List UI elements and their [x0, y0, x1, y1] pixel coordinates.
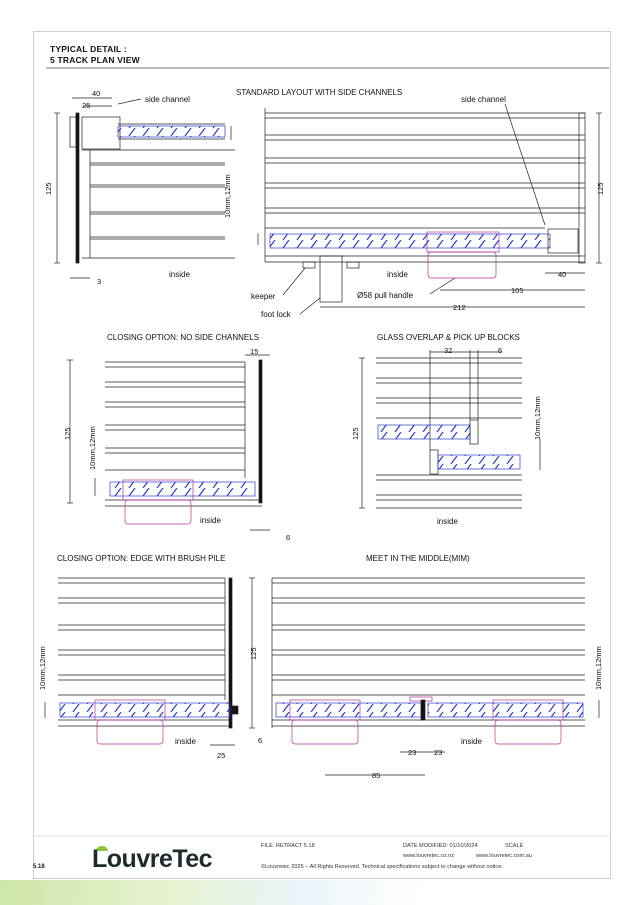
mim-panel — [271, 577, 600, 776]
std-layout-left-panel — [54, 97, 235, 279]
label-foot-lock: foot lock — [261, 310, 292, 319]
std-layout-right-panel — [230, 103, 602, 315]
label-inside-mim: inside — [461, 737, 482, 746]
dim-40-left: 40 — [92, 89, 100, 98]
label-glass-brush: 10mm,12mm — [38, 646, 47, 690]
detail-subtitle: 5 TRACK PLAN VIEW — [50, 55, 140, 65]
footer-scale: SCALE — [505, 843, 524, 849]
no-side-channels-panel — [67, 354, 270, 531]
dim-125-std-left: 125 — [44, 182, 53, 195]
dim-212: 212 — [453, 303, 466, 312]
dim-25-left: 25 — [82, 101, 90, 110]
label-no-side-channels: CLOSING OPTION: NO SIDE CHANNELS — [107, 333, 259, 342]
label-std-layout: STANDARD LAYOUT WITH SIDE CHANNELS — [236, 88, 402, 97]
brand-stripe — [0, 880, 420, 905]
dim-23-left: 23 — [408, 748, 416, 757]
label-glass-std: 10mm,12mm — [223, 174, 232, 218]
label-glass-overlap: GLASS OVERLAP & PICK UP BLOCKS — [377, 333, 520, 342]
footer-copyright: ©Louvretec 2025 – All Rights Reserved. T… — [261, 864, 503, 870]
dim-23-right: 23 — [434, 748, 442, 757]
label-inside-std-right: inside — [387, 270, 408, 279]
label-glass-overlap-dim: 10mm,12mm — [533, 396, 542, 440]
label-keeper: keeper — [251, 292, 276, 301]
title-rule — [46, 67, 609, 69]
footer-web-au[interactable]: www.louvretec.com.au — [476, 853, 532, 859]
dim-6-nsc: 6 — [286, 533, 290, 542]
brush-pile-panel — [44, 577, 255, 746]
dim-85: 85 — [372, 771, 380, 780]
dim-15: 15 — [250, 347, 258, 356]
dim-40-right: 40 — [558, 270, 566, 279]
dim-25-brush: 25 — [217, 751, 225, 760]
dim-3: 3 — [97, 277, 101, 286]
dim-32: 32 — [444, 346, 452, 355]
footer-web-nz[interactable]: www.louvretec.co.nz — [403, 853, 454, 859]
dim-125-overlap: 125 — [351, 427, 360, 440]
label-inside-overlap: inside — [437, 517, 458, 526]
footer-date: DATE MODIFIED: 01/10/2024 — [403, 843, 478, 849]
dim-105: 105 — [511, 286, 524, 295]
dim-125-std-right: 125 — [596, 182, 605, 195]
glass-overlap-panel — [359, 350, 541, 509]
label-inside-brush: inside — [175, 737, 196, 746]
label-brush-pile: CLOSING OPTION: EDGE WITH BRUSH PILE — [57, 554, 225, 563]
label-pull-handle: Ø58 pull handle — [357, 291, 414, 300]
label-side-channel-right: side channel — [461, 95, 506, 104]
dim-125-brush: 125 — [249, 647, 258, 660]
label-inside-std-left: inside — [169, 270, 190, 279]
logo-leaf-icon — [96, 846, 108, 851]
label-side-channel-left: side channel — [145, 95, 190, 104]
footer-file: FILE: RETRACT 5.18 — [261, 843, 315, 849]
label-glass-nsc: 10mm,12mm — [88, 426, 97, 470]
louvretec-logo: LouvreTec — [92, 845, 213, 873]
dim-6-brush: 6 — [258, 736, 262, 745]
label-inside-nsc: inside — [200, 516, 221, 525]
dim-6-overlap: 6 — [498, 346, 502, 355]
label-glass-mim: 10mm,12mm — [594, 646, 603, 690]
label-mim: MEET IN THE MIDDLE(MIM) — [366, 554, 470, 563]
dim-125-nsc: 125 — [63, 427, 72, 440]
detail-title: TYPICAL DETAIL : — [50, 44, 127, 54]
page-number: 5.18 — [33, 864, 45, 870]
